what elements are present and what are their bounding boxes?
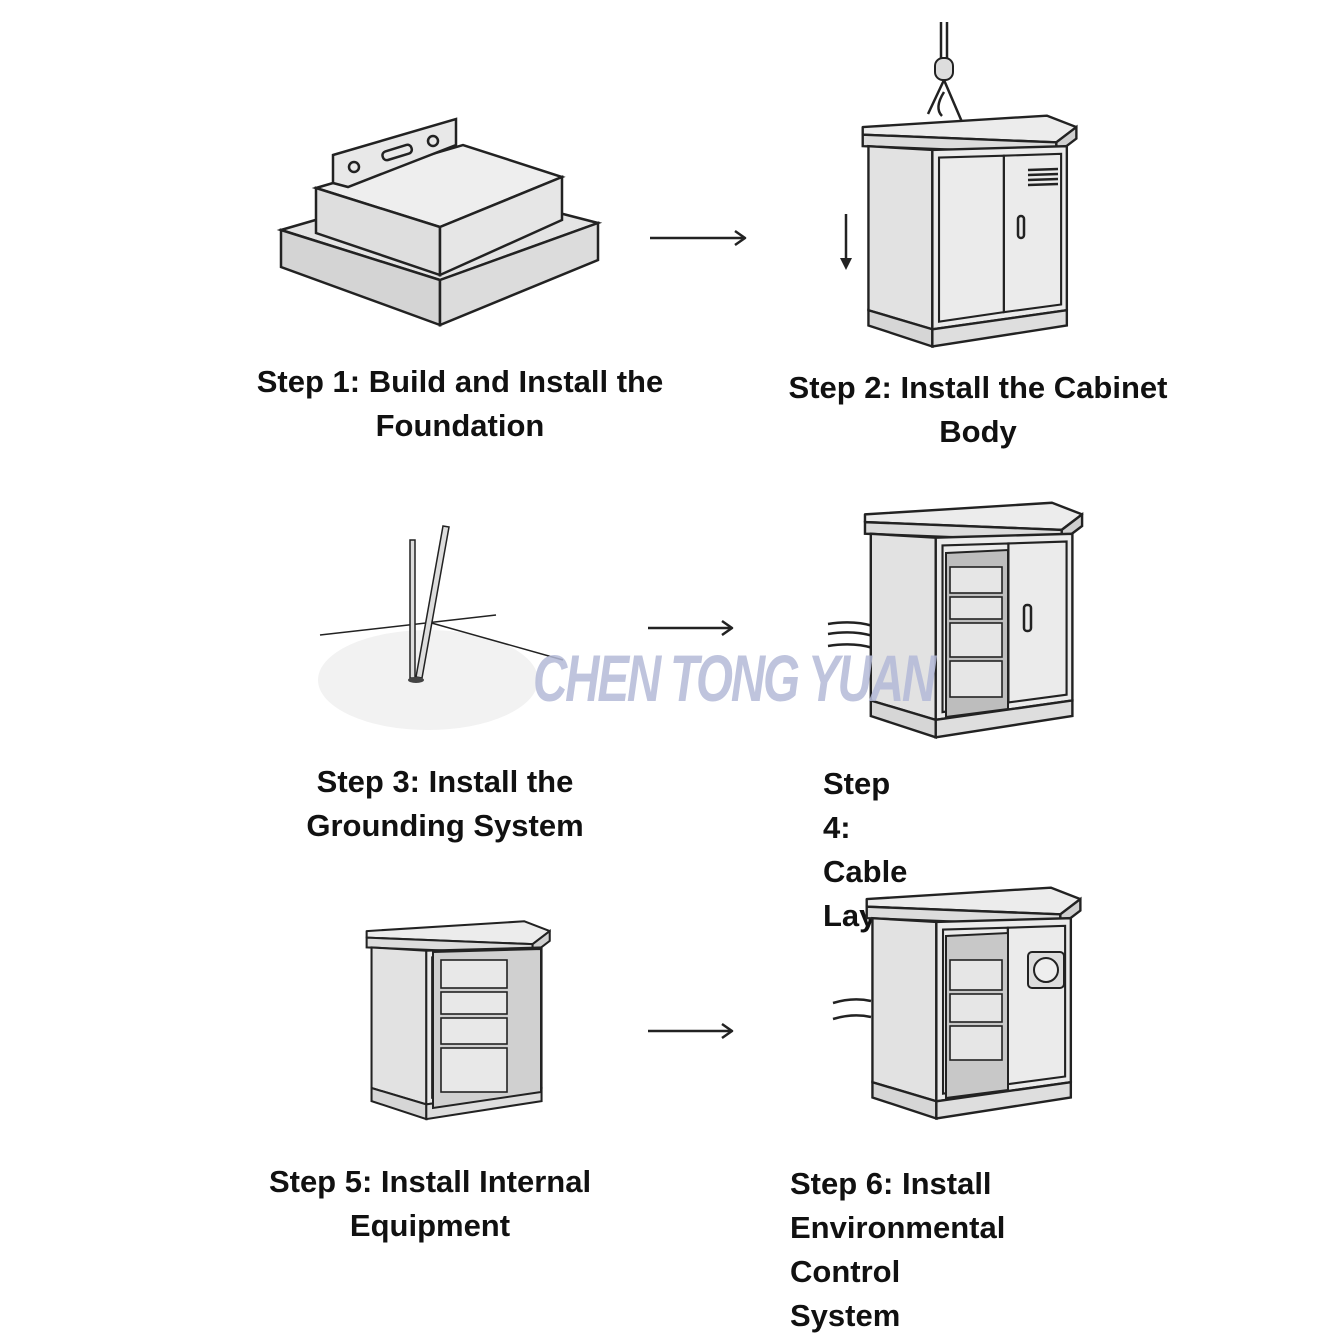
step-6-caption-line-2: Environmental Control bbox=[790, 1210, 1006, 1289]
cabinet-illustration bbox=[861, 114, 1078, 348]
arrow-right-icon bbox=[648, 1022, 734, 1040]
cabinet-illustration bbox=[365, 920, 551, 1121]
cabinet-illustration bbox=[863, 501, 1084, 739]
step-5-caption-line-2: Equipment bbox=[349, 1208, 511, 1243]
step-3-caption-line-2: Grounding System bbox=[306, 808, 584, 843]
grounding-rods-illustration bbox=[318, 525, 564, 730]
step-6-caption-line-3: System bbox=[790, 1298, 901, 1333]
step-2-caption-line-1: Step 2: Install the Cabinet bbox=[788, 370, 1168, 405]
foundation-illustration bbox=[276, 117, 603, 327]
arrow-right-icon bbox=[650, 229, 747, 247]
step-1-caption-line-1: Step 1: Build and Install the bbox=[256, 364, 664, 399]
arrow-down-icon bbox=[840, 214, 852, 270]
cabinet-illustration bbox=[865, 886, 1082, 1120]
cables-icon bbox=[832, 998, 872, 1021]
step-6-caption-line-1: Step 6: Install bbox=[790, 1166, 992, 1201]
watermark: CHEN TONG YUAN bbox=[533, 641, 936, 715]
step-3-caption-line-1: Step 3: Install the bbox=[316, 764, 574, 799]
step-2-caption-line-2: Body bbox=[939, 414, 1017, 449]
step-5-caption-line-1: Step 5: Install Internal bbox=[268, 1164, 592, 1199]
crane-hook-icon bbox=[926, 22, 964, 123]
step-1-caption-line-2: Foundation bbox=[375, 408, 545, 443]
arrow-right-icon bbox=[648, 619, 734, 637]
